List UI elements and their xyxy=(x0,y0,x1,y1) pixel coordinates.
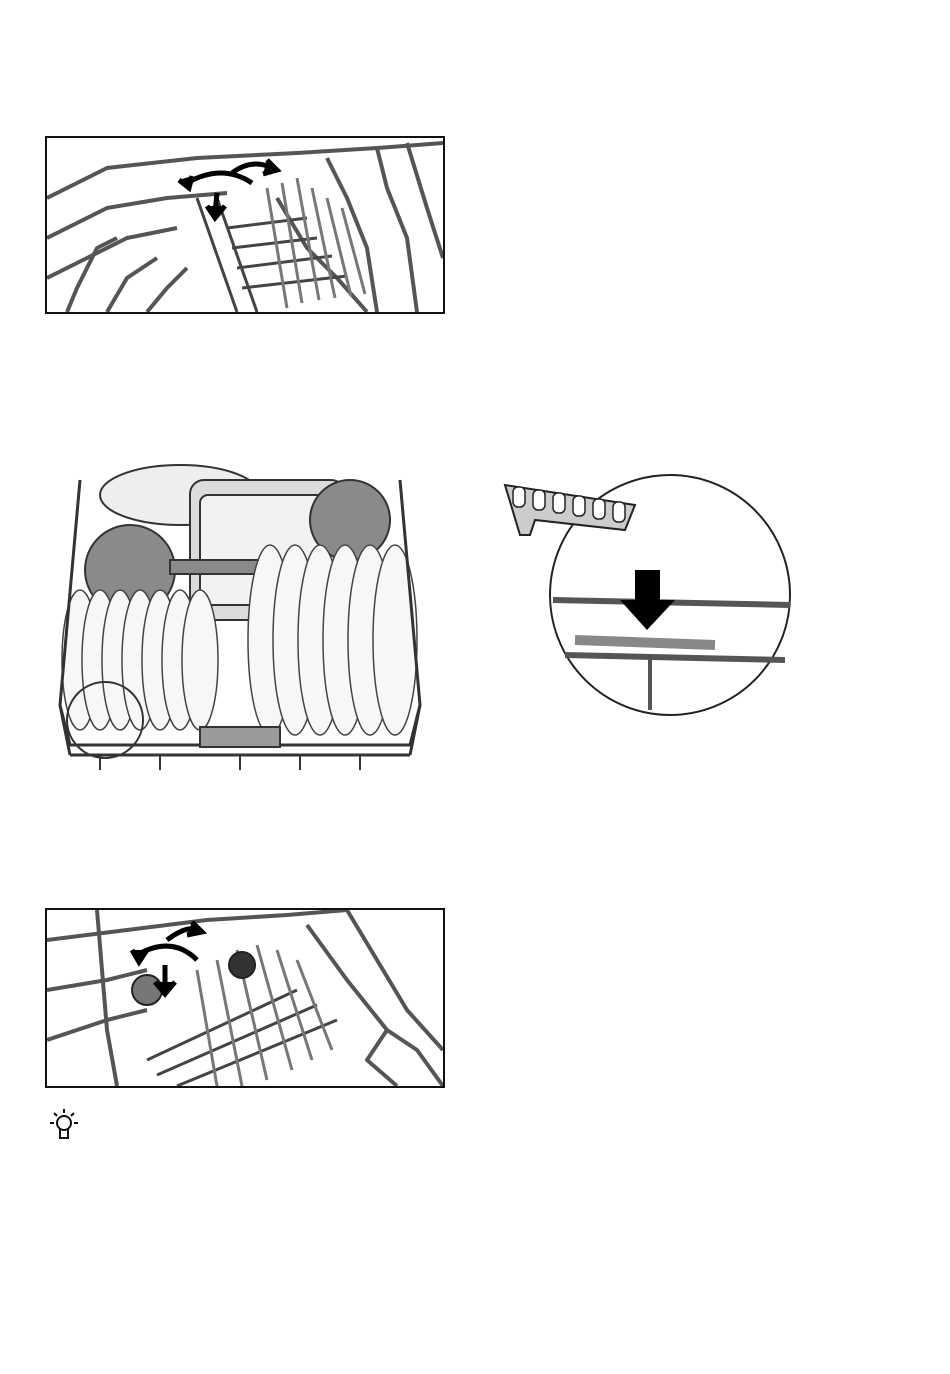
lightbulb-icon xyxy=(44,1106,84,1146)
rack-illustration-top xyxy=(47,138,443,312)
rack-illustration-bottom xyxy=(47,910,443,1086)
hinge-left xyxy=(132,975,162,1005)
holder-detail-illustration xyxy=(495,465,795,720)
figure-loaded-basket xyxy=(40,455,440,785)
hinge-right xyxy=(229,952,255,978)
figure-rack-fold-tines-top xyxy=(45,136,445,314)
basket-handle xyxy=(200,727,280,747)
figure-holder-detail xyxy=(495,465,795,720)
rotate-arrows-icon xyxy=(179,160,277,218)
dish-basket-illustration xyxy=(40,455,440,785)
figure-rack-fold-tines-bottom xyxy=(45,908,445,1088)
